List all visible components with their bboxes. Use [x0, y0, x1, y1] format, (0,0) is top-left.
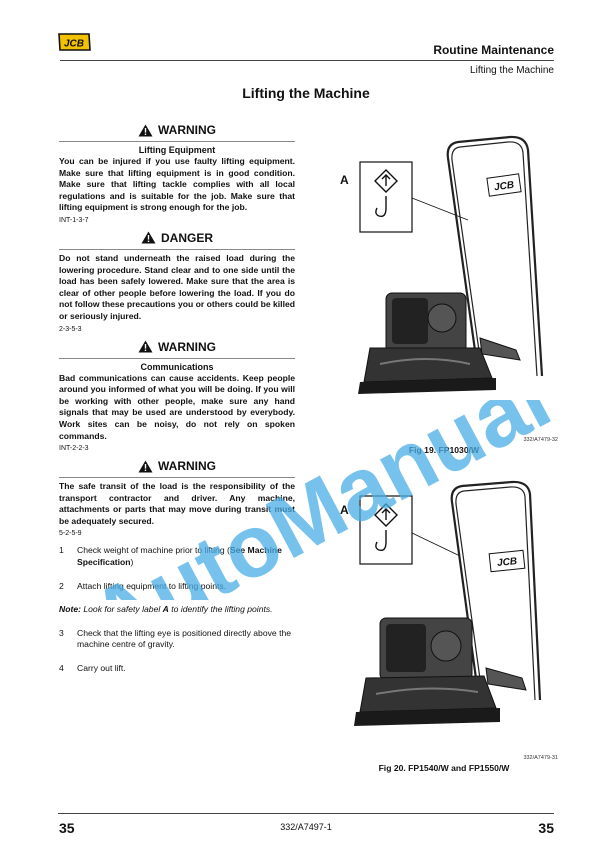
- procedure-steps: 1 Check weight of machine prior to lifti…: [59, 545, 295, 674]
- header-rule: [60, 60, 554, 61]
- step-item: 1 Check weight of machine prior to lifti…: [59, 545, 295, 568]
- footer-rule: [58, 813, 554, 814]
- warning-code: INT-2-2-3: [59, 445, 89, 453]
- warning-block-lifting-equipment: WARNING Lifting Equipment You can be inj…: [59, 122, 295, 224]
- step-number: 1: [59, 545, 64, 556]
- warning-triangle-icon: [138, 460, 153, 473]
- warning-rule: [59, 477, 295, 479]
- warning-subtitle: Lifting Equipment: [138, 145, 216, 155]
- warning-triangle-icon: [138, 124, 153, 136]
- note: Note: Look for safety label A to identif…: [59, 604, 273, 615]
- handle-brand-label: JCB: [497, 556, 518, 569]
- subsection-title: Lifting the Machine: [470, 65, 554, 76]
- danger-code: 2-3-5-3: [59, 325, 82, 333]
- warning-heading: WARNING: [59, 339, 295, 355]
- handle-brand-label: JCB: [494, 180, 515, 194]
- page-title: Lifting the Machine: [242, 85, 370, 101]
- section-title: Routine Maintenance: [433, 43, 554, 57]
- warning-code: INT-1-3-7: [59, 216, 89, 224]
- lifting-hook-icon: [374, 503, 398, 552]
- warning-subtitle: Communications: [140, 361, 214, 372]
- danger-type: DANGER: [160, 230, 213, 245]
- warning-type: WARNING: [158, 339, 216, 354]
- step-text: Check that the lifting eye is positioned…: [77, 627, 292, 650]
- page-number-right: 35: [538, 820, 554, 836]
- warning-rule: [59, 248, 295, 250]
- warning-triangle-icon: [138, 340, 153, 353]
- warning-body: The safe transit of the load is the resp…: [59, 481, 295, 526]
- warning-heading: WARNING: [59, 122, 295, 138]
- warning-type: WARNING: [158, 459, 216, 474]
- warning-code: 5-2-5-9: [59, 530, 82, 538]
- step-number: 2: [59, 580, 64, 591]
- label-a: A: [340, 503, 349, 517]
- step-text: Carry out lift.: [77, 663, 126, 674]
- danger-heading: DANGER: [59, 230, 295, 246]
- lifting-label-box: [359, 495, 413, 565]
- warning-body: Bad communications can cause accidents. …: [59, 372, 295, 441]
- label-a: A: [340, 173, 349, 187]
- figure-code: 332/A7479-31: [523, 755, 558, 761]
- warning-block-transit: WARNING The safe transit of the load is …: [59, 458, 295, 537]
- cross-reference-link[interactable]: See Machine Specification: [77, 545, 282, 568]
- warning-heading: WARNING: [59, 458, 295, 474]
- warning-block-communications: WARNING Communications Bad communication…: [59, 339, 295, 453]
- left-column: WARNING Lifting Equipment You can be inj…: [59, 122, 295, 687]
- step-item: 2 Attach lifting equipment to lifting po…: [59, 581, 295, 593]
- plate-compactor-illustration: A JCB: [340, 480, 542, 726]
- danger-block-lowering: DANGER Do not stand underneath the raise…: [59, 230, 295, 333]
- lifting-hook-icon: [374, 169, 398, 218]
- danger-body: Do not stand underneath the raised load …: [59, 252, 295, 321]
- figure-code: 332/A7479-32: [523, 437, 558, 443]
- warning-rule: [59, 357, 295, 359]
- warning-rule: [59, 141, 295, 142]
- warning-body: You can be injured if you use faulty lif…: [59, 156, 295, 213]
- jcb-logo: JCB: [58, 33, 91, 51]
- step-number: 3: [59, 627, 64, 638]
- figure-19: A JCB 332/A7479-32 Fig 19. FP1030/W: [330, 128, 558, 455]
- page-number-left: 35: [59, 820, 75, 836]
- svg-text:JCB: JCB: [64, 39, 84, 50]
- warning-triangle-icon: [141, 231, 156, 244]
- figure-20: A JCB 332/A7479-31 Fig 20. FP1540/W and …: [330, 478, 558, 773]
- warning-type: WARNING: [158, 123, 216, 137]
- figure-caption: Fig 19. FP1030/W: [408, 445, 480, 455]
- plate-compactor-illustration: A JCB: [340, 135, 544, 394]
- step-text: Attach lifting equipment to lifting poin…: [77, 580, 227, 591]
- step-number: 4: [59, 663, 64, 674]
- step-item: 3 Check that the lifting eye is position…: [59, 628, 295, 651]
- step-item: 4 Carry out lift.: [59, 663, 295, 675]
- step-text: Check weight of machine prior to lifting…: [77, 545, 282, 568]
- figure-caption: Fig 20. FP1540/W and FP1550/W: [378, 763, 510, 773]
- document-reference: 332/A7497-1: [280, 822, 332, 832]
- note-label: Note:: [59, 604, 81, 615]
